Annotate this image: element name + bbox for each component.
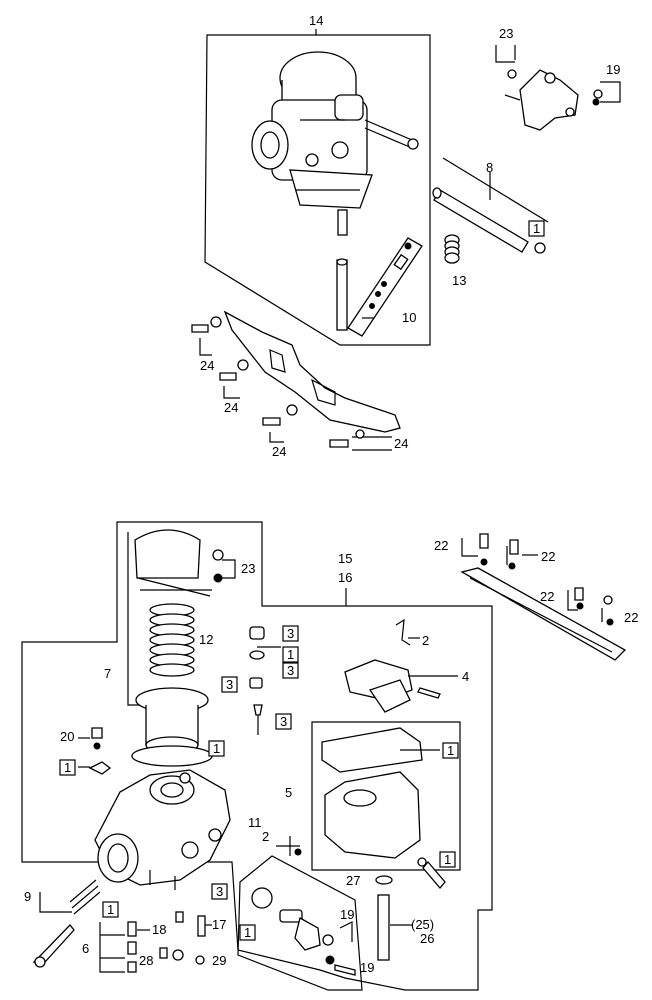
lower-tube — [336, 259, 348, 331]
svg-text:1: 1 — [244, 925, 251, 940]
boxed-label-1-gasket: 1 — [442, 742, 459, 759]
svg-text:1: 1 — [447, 743, 454, 758]
svg-text:3: 3 — [226, 677, 233, 692]
label-25: (25) — [411, 917, 434, 932]
clip-2 — [395, 618, 411, 646]
label-9: 9 — [24, 889, 31, 904]
label-13: 13 — [452, 273, 466, 288]
svg-text:1: 1 — [64, 760, 71, 775]
svg-text:3: 3 — [280, 714, 287, 729]
svg-text:3: 3 — [287, 663, 294, 678]
vertical-tube — [337, 209, 348, 236]
assembly-15-16-frame — [21, 521, 493, 991]
label-16: 16 — [338, 570, 352, 585]
label-24-a: 24 — [200, 358, 214, 373]
spring-13 — [444, 234, 460, 264]
svg-text:1: 1 — [444, 852, 451, 867]
label-26: 26 — [420, 931, 434, 946]
boxed-label-1-b: 1 — [282, 646, 299, 663]
label-11: 11 — [248, 815, 262, 830]
label-8: 8 — [486, 160, 493, 175]
label-5: 5 — [285, 785, 292, 800]
label-19-top: 19 — [606, 62, 620, 77]
lower-assembly — [21, 521, 627, 991]
plate-24 — [191, 310, 401, 451]
diaphragm-cover — [134, 529, 211, 597]
boxed-label-1-choke: 1 — [239, 924, 256, 941]
svg-text:3: 3 — [216, 884, 223, 899]
spring-9 — [32, 879, 101, 968]
choke-assembly — [251, 887, 356, 976]
svg-text:3: 3 — [287, 626, 294, 641]
label-12: 12 — [199, 632, 213, 647]
label-24-b: 24 — [224, 400, 238, 415]
rail-22 — [460, 533, 627, 661]
spring-12 — [149, 603, 195, 677]
label-14: 14 — [309, 13, 323, 28]
label-22-a: 22 — [434, 538, 448, 553]
overflow-tube-26 — [377, 894, 390, 961]
svg-text:1: 1 — [213, 741, 220, 756]
boxed-label-3-a: 3 — [282, 625, 299, 642]
svg-text:1: 1 — [107, 902, 114, 917]
label-22-b: 22 — [541, 549, 555, 564]
label-2-lower: 2 — [262, 829, 269, 844]
boxed-label-1-jet: 1 — [102, 901, 119, 918]
shaft-8 — [432, 157, 549, 254]
label-7: 7 — [104, 666, 111, 681]
label-28: 28 — [139, 953, 153, 968]
label-29: 29 — [212, 953, 226, 968]
piston-diaphragm — [131, 687, 213, 767]
lower-carburetor-body — [94, 769, 231, 890]
boxed-label-1-shaft: 1 — [528, 220, 545, 237]
boxed-label-3-e: 3 — [211, 883, 228, 900]
label-24-c: 24 — [272, 444, 286, 459]
jets-6 — [99, 911, 212, 973]
label-10: 10 — [402, 310, 416, 325]
boxed-label-1-drain: 1 — [439, 851, 456, 868]
label-17: 17 — [212, 917, 226, 932]
float-bowl-5 — [321, 727, 440, 859]
assembly-14-frame — [204, 34, 431, 346]
label-23-top: 23 — [499, 26, 513, 41]
svg-text:1: 1 — [533, 221, 540, 236]
upper-carburetor-body — [251, 51, 419, 209]
label-19-bottom: 19 — [360, 960, 374, 975]
boxed-label-3-b: 3 — [282, 662, 299, 679]
label-20: 20 — [60, 729, 74, 744]
boxed-label-1-piston: 1 — [208, 740, 225, 757]
label-22-c: 22 — [540, 589, 554, 604]
boxed-label-1-washer: 1 — [59, 759, 76, 776]
label-23-lower: 23 — [241, 561, 255, 576]
svg-text:1: 1 — [287, 647, 294, 662]
label-27: 27 — [346, 873, 360, 888]
label-6: 6 — [82, 941, 89, 956]
float-4 — [344, 659, 458, 713]
label-19-mid: 19 — [340, 907, 354, 922]
label-22-d: 22 — [624, 610, 638, 625]
upper-assembly — [191, 29, 621, 451]
boxed-label-3-d: 3 — [275, 713, 292, 730]
label-15: 15 — [338, 551, 352, 566]
label-4: 4 — [462, 669, 469, 684]
boxed-label-3-c: 3 — [221, 676, 238, 693]
label-24-d: 24 — [394, 436, 408, 451]
label-2-upper: 2 — [422, 633, 429, 648]
bracket-top-right — [495, 45, 621, 131]
label-18: 18 — [152, 922, 166, 937]
